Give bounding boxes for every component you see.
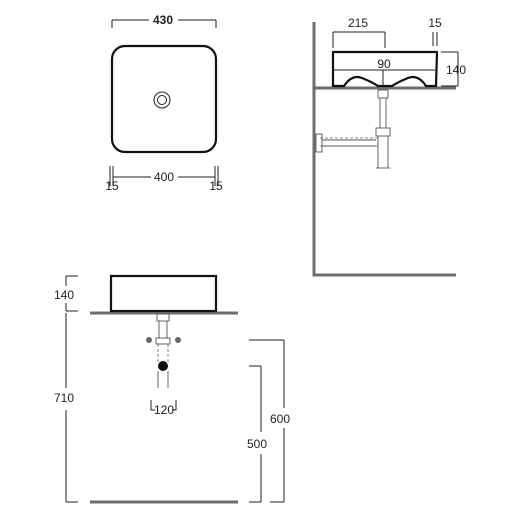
dimension-half-width: 215 [332, 16, 386, 48]
wall-height-low-label: 500 [247, 437, 267, 451]
basin-height-label: 140 [54, 288, 74, 302]
front-waste-pipe [146, 313, 181, 388]
height-label: 140 [446, 63, 466, 77]
dimension-depth: 90 [377, 57, 391, 86]
side-waste-pipe [315, 89, 391, 169]
dimension-wall-height-high: 600 [249, 339, 290, 503]
water-valve-left [146, 337, 152, 343]
depth-label: 90 [377, 57, 391, 71]
side-view: 215 15 90 140 [312, 16, 466, 277]
dimension-trap-spacing: 120 [150, 400, 177, 417]
top-view: 430 400 15 15 [105, 13, 223, 193]
counter-height-label: 710 [54, 391, 74, 405]
right-rim-label: 15 [209, 179, 223, 193]
overall-width-label: 430 [153, 13, 173, 27]
inner-width-label: 400 [154, 170, 174, 184]
trap-spacing-label: 120 [154, 403, 174, 417]
basin-front [109, 274, 218, 313]
dimension-overall-width: 430 [111, 13, 217, 28]
front-view: 140 710 120 600 500 [54, 274, 290, 504]
drain-outer [153, 91, 171, 109]
rim-label: 15 [428, 16, 442, 30]
dimension-wall-height-low: 500 [247, 365, 267, 503]
basin-section [331, 50, 439, 88]
wall-height-high-label: 600 [270, 412, 290, 426]
drain-inner [157, 95, 167, 105]
dimension-inner-width: 400 15 15 [105, 166, 223, 193]
dimension-height: 140 [441, 51, 466, 87]
left-rim-label: 15 [105, 179, 119, 193]
dimension-basin-height: 140 [54, 275, 78, 312]
dimension-rim: 15 [428, 16, 442, 46]
side-wall [312, 22, 456, 277]
dimension-counter-height: 710 [54, 313, 78, 503]
wall-waste-outlet [158, 361, 168, 371]
basin-top-outline [110, 44, 218, 154]
water-valve-right [175, 337, 181, 343]
half-width-label: 215 [348, 16, 368, 30]
